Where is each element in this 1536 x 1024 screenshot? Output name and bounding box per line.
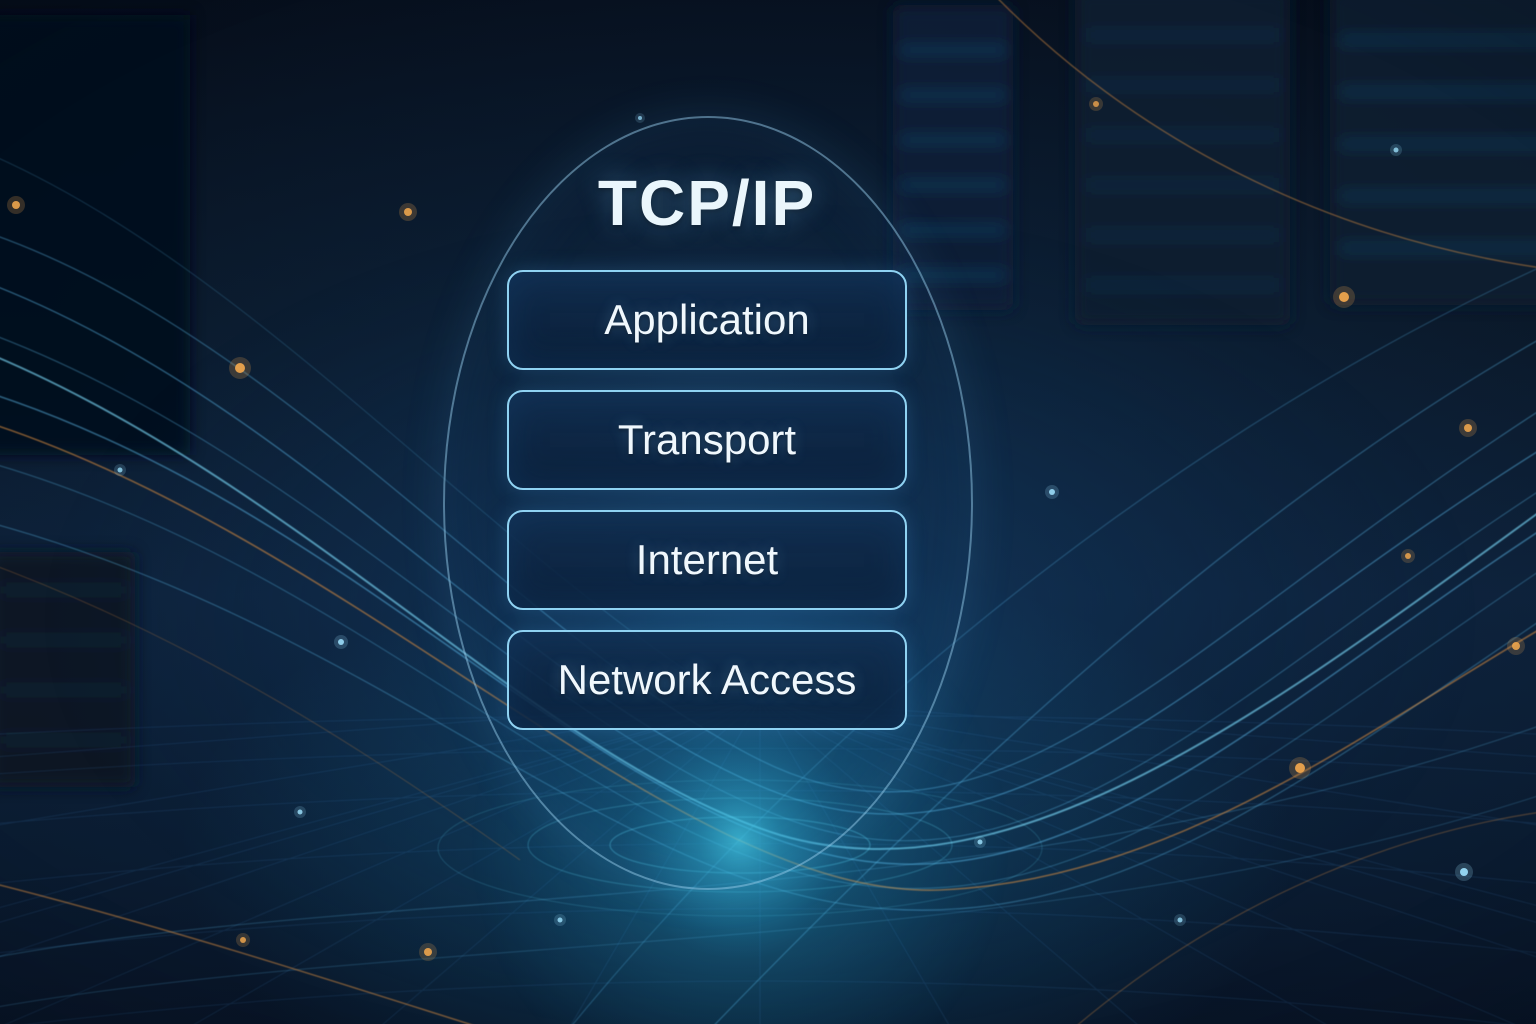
layer-label-network-access: Network Access (557, 656, 857, 703)
layer-label-internet: Internet (635, 536, 779, 583)
layer-box-transport: Transport (507, 390, 907, 490)
tcpip-stack: TCP/IP Application Transport Internet Ne… (507, 166, 907, 730)
layer-box-network-access: Network Access (507, 630, 907, 730)
layer-label-transport: Transport (617, 416, 797, 463)
diagram-ellipse (443, 116, 973, 890)
layer-box-application: Application (507, 270, 907, 370)
diagram-title: TCP/IP (597, 167, 817, 239)
layer-box-internet: Internet (507, 510, 907, 610)
layer-label-application: Application (604, 296, 810, 343)
